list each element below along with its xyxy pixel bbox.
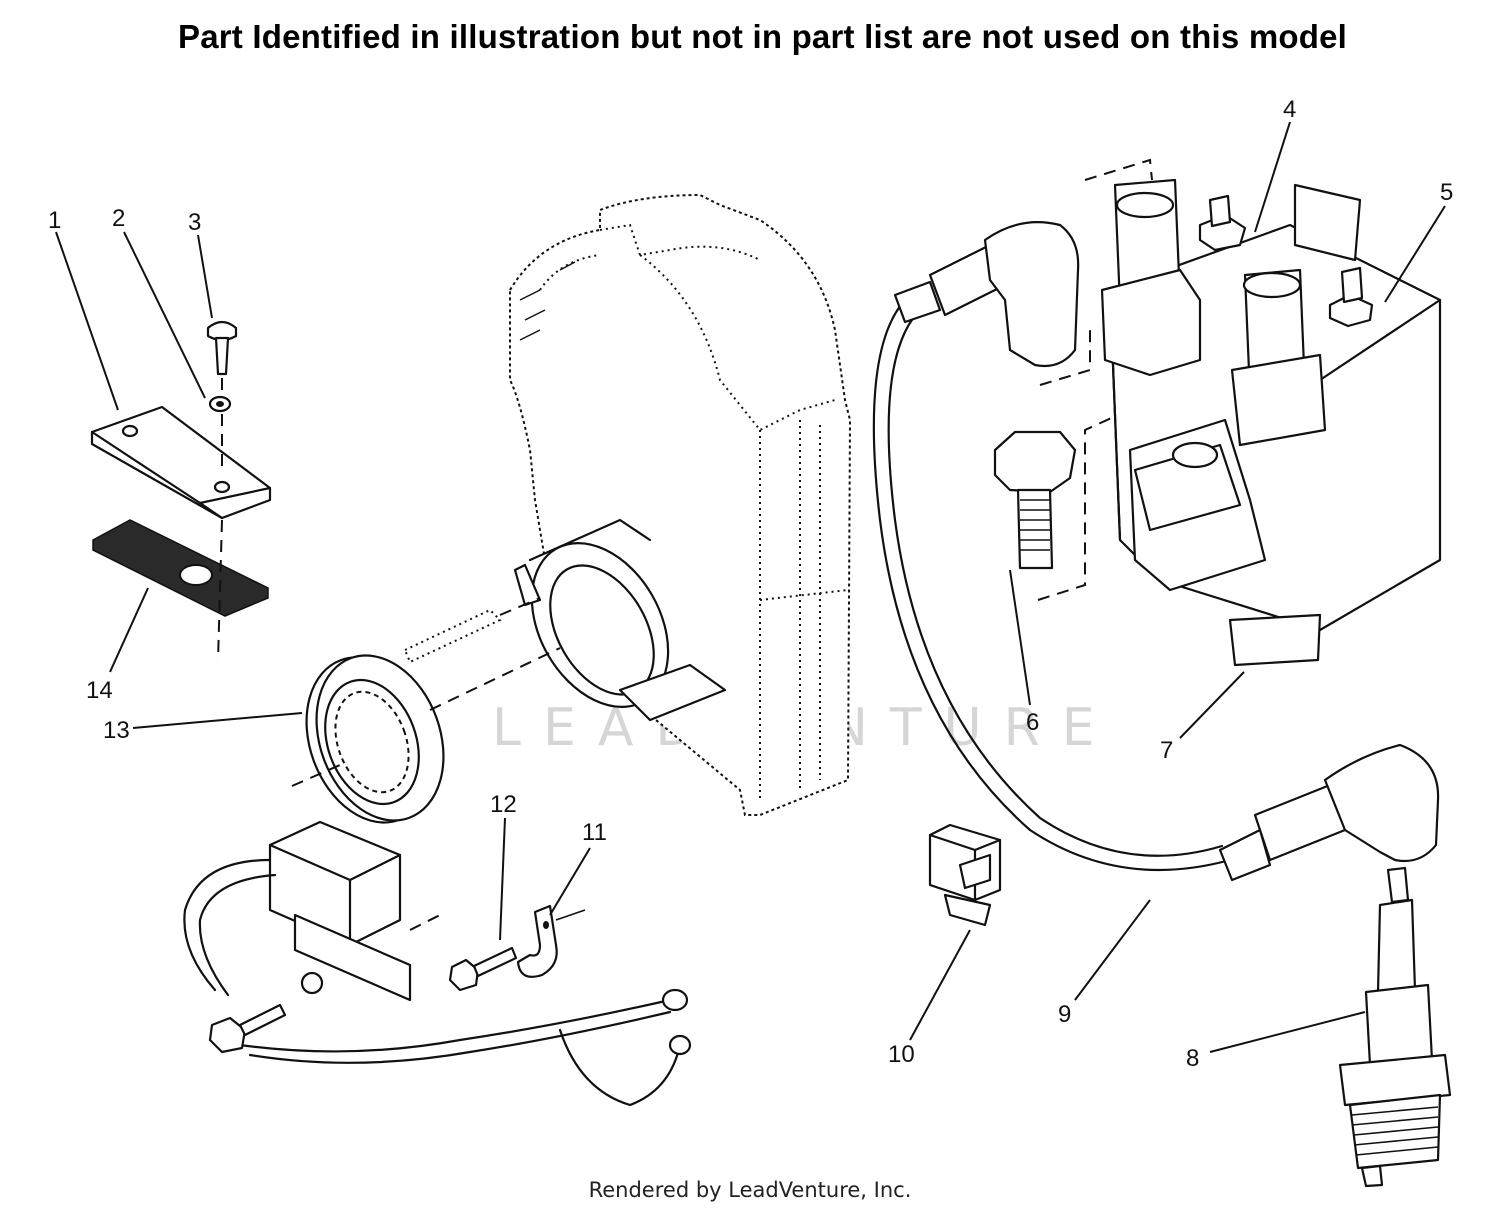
callout-2: 2 [112,205,125,232]
part-coil-bolt[interactable] [993,404,1141,601]
callout-12: 12 [490,791,517,818]
callout-13: 13 [103,717,130,744]
part-gasket[interactable] [92,519,269,617]
part-spark-plug-cable[interactable] [872,221,1440,882]
diagram-note: Part Identified in illustration but not … [178,18,1348,55]
part-oil-seal[interactable] [285,638,561,841]
part-ignition-coil[interactable] [1039,158,1442,667]
part-housing-collar[interactable] [504,518,727,731]
callout-10: 10 [888,1041,915,1068]
part-clamp-screw[interactable] [448,946,518,992]
callout-1: 1 [48,207,61,234]
callout-3: 3 [188,209,201,236]
part-spark-plug[interactable] [1338,866,1452,1188]
part-screw[interactable] [206,320,238,376]
part-module-bolt[interactable] [208,971,324,1054]
callout-11: 11 [582,819,607,846]
callout-14: 14 [86,677,113,704]
callout-7: 7 [1160,737,1173,764]
part-wire-clamp[interactable] [516,904,586,978]
part-washer[interactable] [208,395,232,413]
callout-8: 8 [1186,1045,1199,1072]
part-plate[interactable] [90,405,272,520]
leader-lines [55,121,1446,1053]
callout-5: 5 [1440,179,1453,206]
part-terminal[interactable] [928,823,1002,927]
callout-9: 9 [1058,1001,1071,1028]
part-pin[interactable] [403,597,541,664]
callout-labels: 1 2 3 4 5 6 7 8 9 10 11 12 13 14 [48,96,1453,1072]
render-credit: Rendered by LeadVenture, Inc. [588,1178,912,1202]
part-ignition-module[interactable] [183,820,692,1107]
callout-6: 6 [1026,709,1039,736]
callout-4: 4 [1283,96,1296,123]
